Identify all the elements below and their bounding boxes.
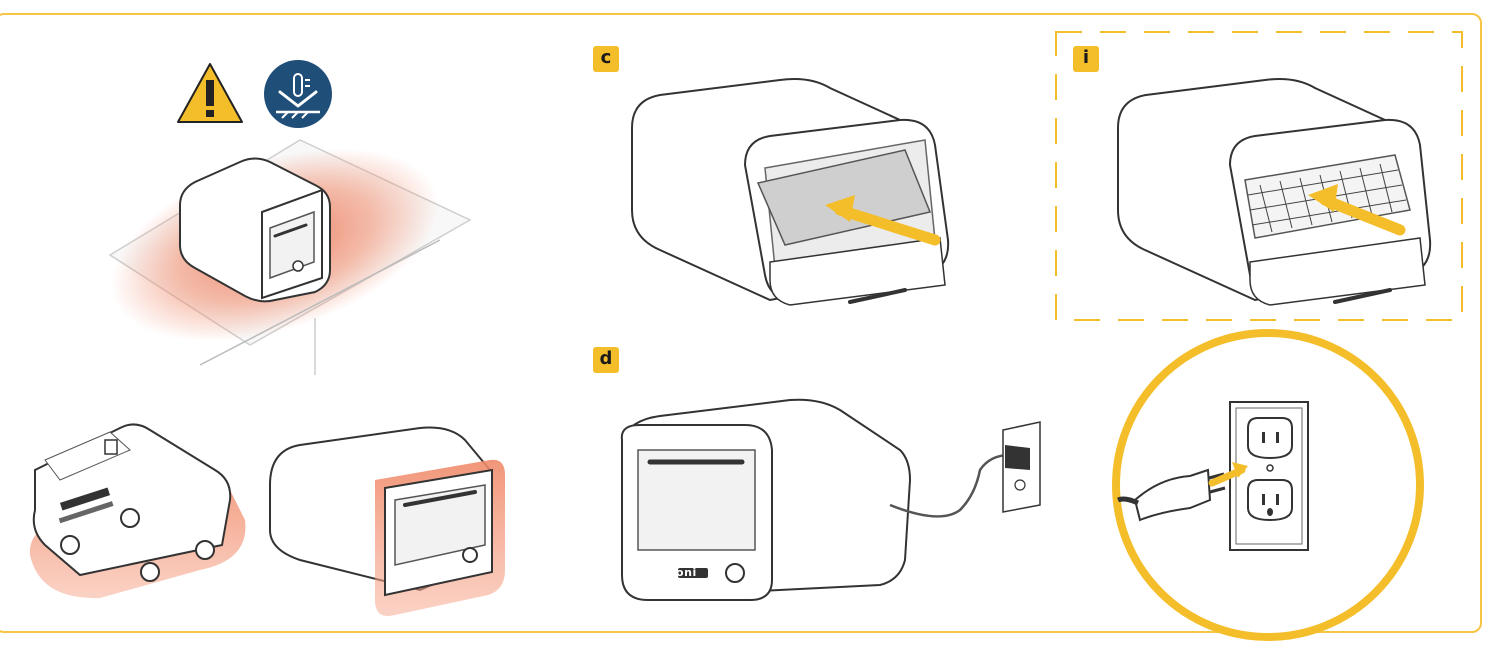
outlet-closeup-illustration (1112, 329, 1424, 641)
warning-triangle-icon (177, 63, 243, 123)
step-c-badge: c (593, 46, 619, 72)
page-frame (0, 13, 1482, 633)
optional-step-dashed-box (1055, 31, 1463, 321)
heat-resistant-surface-icon (264, 60, 332, 128)
step-c-illustration (631, 78, 950, 306)
oven-underside-illustration (29, 423, 246, 599)
oven-on-counter-illustration (108, 139, 472, 375)
step-d-illustration (620, 398, 1041, 601)
oven-logo: ooni (668, 566, 697, 579)
step-i-badge: i (1073, 46, 1099, 72)
oven-front-glow-illustration (269, 426, 505, 616)
step-i-illustration (1117, 78, 1432, 306)
step-d-badge: d (593, 347, 619, 373)
